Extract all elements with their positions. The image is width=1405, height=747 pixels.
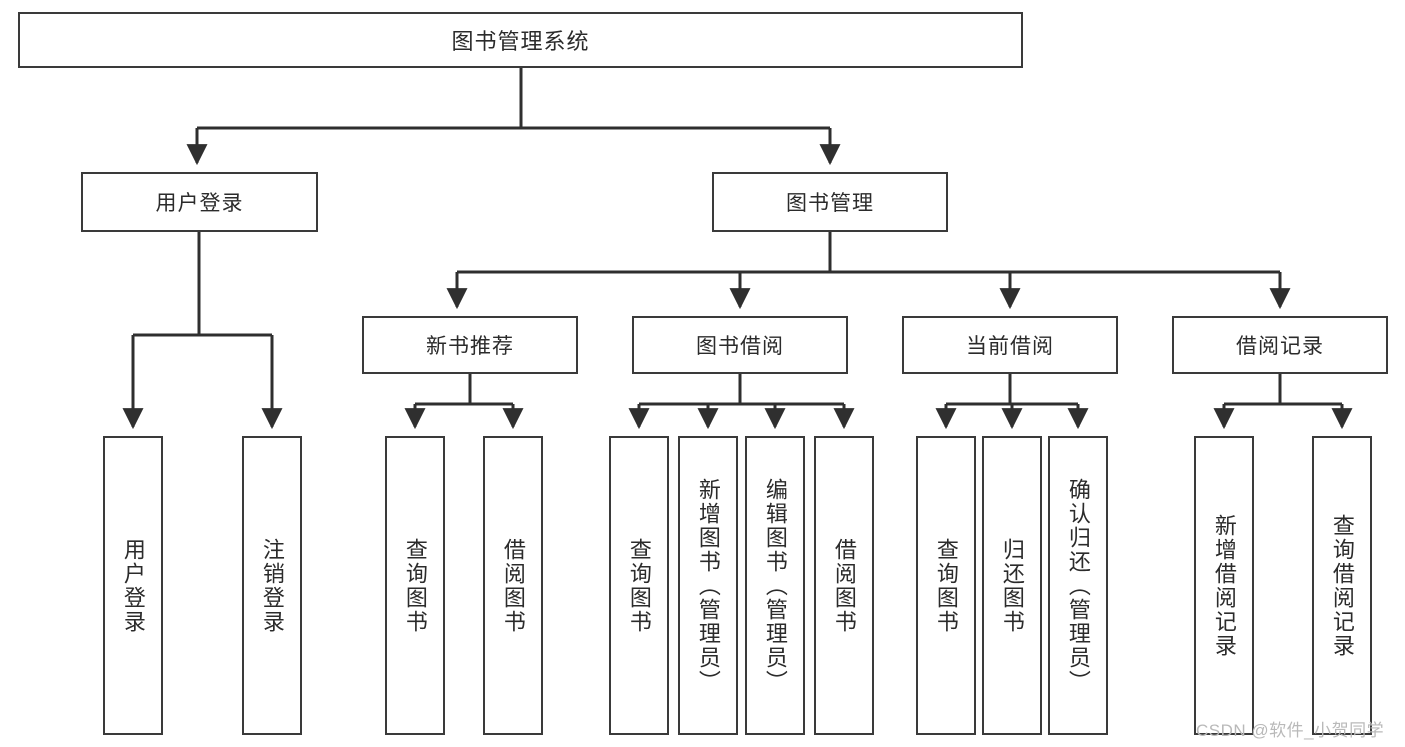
node-current-borrow[interactable]: 当前借阅 (902, 316, 1118, 374)
node-leaf-edit-book-label: 编辑图书（管理员） (762, 477, 788, 694)
node-leaf-edit-book[interactable]: 编辑图书（管理员） (745, 436, 805, 735)
node-leaf-borrow-book-rec[interactable]: 借阅图书 (483, 436, 543, 735)
node-leaf-confirm-return[interactable]: 确认归还（管理员） (1048, 436, 1108, 735)
node-current-borrow-label: 当前借阅 (966, 335, 1054, 358)
node-leaf-borrow-book-rec-label: 借阅图书 (500, 537, 526, 634)
node-leaf-return-book[interactable]: 归还图书 (982, 436, 1042, 735)
node-new-book-rec[interactable]: 新书推荐 (362, 316, 578, 374)
node-leaf-query-record-label: 查询借阅记录 (1329, 513, 1355, 658)
node-leaf-add-book-label: 新增图书（管理员） (695, 477, 721, 694)
csdn-watermark: CSDN @软件_小贺同学 (1196, 721, 1385, 740)
node-leaf-borrow-book[interactable]: 借阅图书 (814, 436, 874, 735)
node-new-book-rec-label: 新书推荐 (426, 335, 514, 358)
node-root-label: 图书管理系统 (451, 29, 590, 54)
node-leaf-add-record[interactable]: 新增借阅记录 (1194, 436, 1254, 735)
node-book-borrow[interactable]: 图书借阅 (632, 316, 848, 374)
node-leaf-logout-login-label: 注销登录 (259, 537, 285, 634)
node-leaf-add-record-label: 新增借阅记录 (1211, 513, 1237, 658)
node-leaf-query-book-borrow-label: 查询图书 (626, 537, 652, 634)
node-book-manage[interactable]: 图书管理 (712, 172, 948, 232)
node-borrow-record[interactable]: 借阅记录 (1172, 316, 1388, 374)
node-leaf-query-book-current[interactable]: 查询图书 (916, 436, 976, 735)
node-user-login-label: 用户登录 (155, 192, 244, 215)
node-book-manage-label: 图书管理 (786, 192, 874, 215)
node-leaf-query-book-rec[interactable]: 查询图书 (385, 436, 445, 735)
node-borrow-record-label: 借阅记录 (1236, 335, 1324, 358)
node-leaf-add-book[interactable]: 新增图书（管理员） (678, 436, 738, 735)
node-leaf-user-login-label: 用户登录 (120, 537, 146, 634)
node-leaf-user-login[interactable]: 用户登录 (103, 436, 163, 735)
node-book-borrow-label: 图书借阅 (696, 335, 784, 358)
node-leaf-query-book-borrow[interactable]: 查询图书 (609, 436, 669, 735)
node-leaf-query-book-rec-label: 查询图书 (402, 537, 428, 634)
node-root[interactable]: 图书管理系统 (18, 12, 1023, 68)
node-leaf-logout-login[interactable]: 注销登录 (242, 436, 302, 735)
node-leaf-query-record[interactable]: 查询借阅记录 (1312, 436, 1372, 735)
node-user-login[interactable]: 用户登录 (81, 172, 318, 232)
node-leaf-borrow-book-label: 借阅图书 (831, 537, 857, 634)
node-leaf-query-book-current-label: 查询图书 (933, 537, 959, 634)
node-leaf-confirm-return-label: 确认归还（管理员） (1065, 477, 1091, 694)
node-leaf-return-book-label: 归还图书 (999, 537, 1025, 634)
